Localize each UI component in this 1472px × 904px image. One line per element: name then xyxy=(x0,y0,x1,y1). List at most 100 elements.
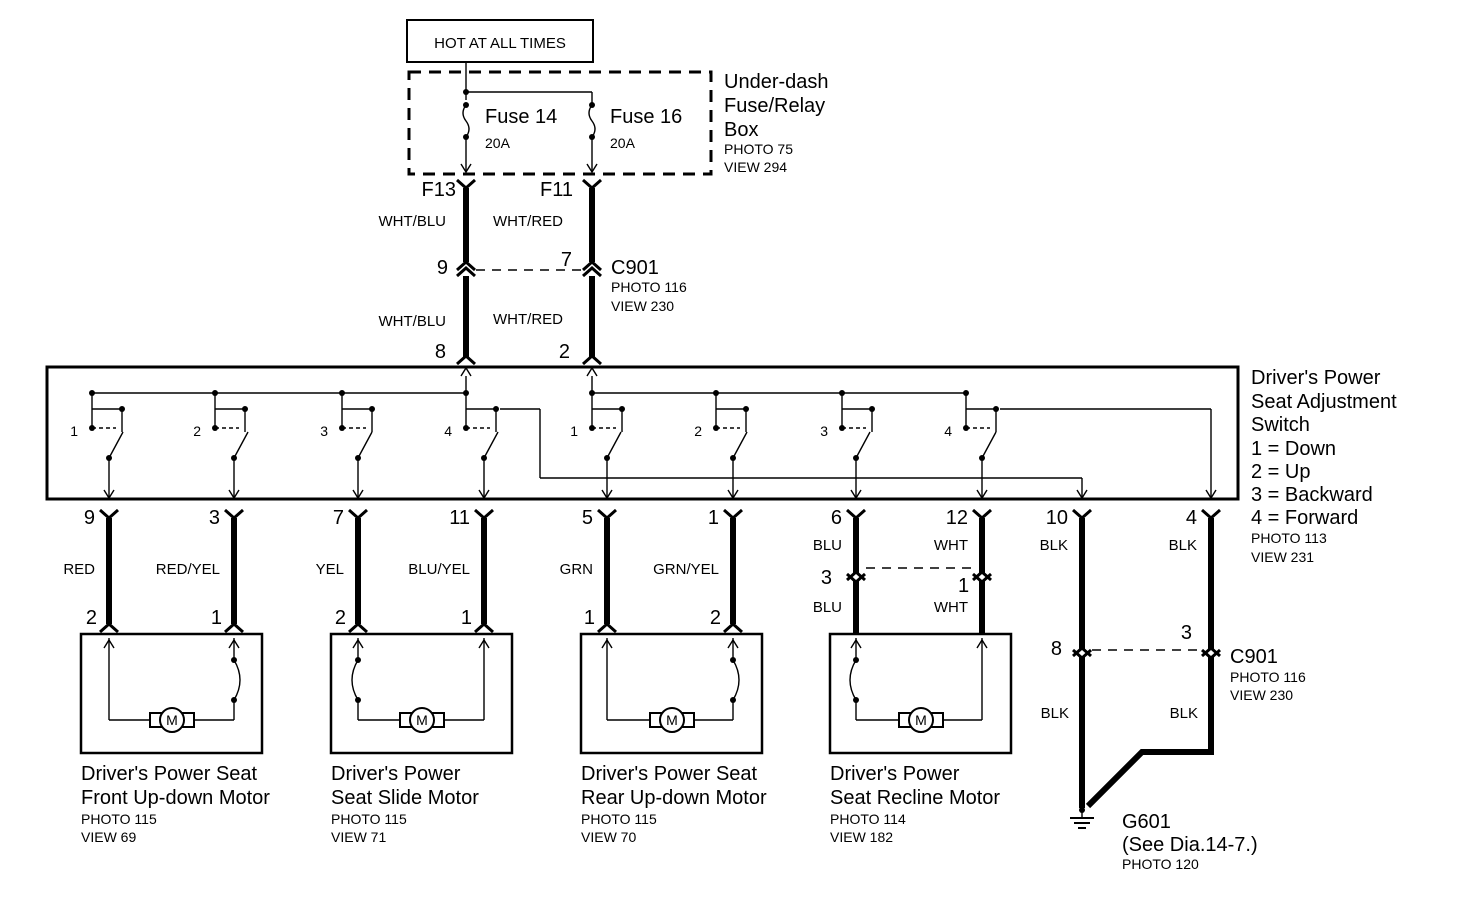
switch-output-arrow xyxy=(478,489,490,500)
motor-box xyxy=(329,632,514,755)
motor-icon xyxy=(159,707,185,733)
motor-lead-arrow xyxy=(478,638,490,649)
motor-view: VIEW 70 xyxy=(581,829,636,845)
output-wire-label: GRN/YEL xyxy=(653,561,719,578)
output-pin-label: 10 xyxy=(1046,507,1068,529)
motor-connector-icon xyxy=(224,621,244,634)
switch-pin-8: 8 xyxy=(435,341,446,363)
output-connector-icon xyxy=(846,508,866,521)
switch-legend-up: 2 = Up xyxy=(1251,461,1310,483)
switch-position-2: 2 xyxy=(193,390,249,500)
switch-position-label: 3 xyxy=(320,423,328,439)
switch-legend-down: 1 = Down xyxy=(1251,438,1336,460)
switch-input-left-arrow xyxy=(460,366,472,377)
motor-box xyxy=(79,632,264,755)
c901-top-view: VIEW 230 xyxy=(611,298,674,314)
switch-name-line1: Driver's Power xyxy=(1251,367,1381,389)
switch-moving-contact xyxy=(233,431,249,459)
switch-moving-contact xyxy=(732,431,748,459)
switch-input-right-arrow xyxy=(586,366,598,377)
switch-output-arrow xyxy=(850,489,862,500)
switch-position-label: 4 xyxy=(944,423,952,439)
terminal-f13: F13 xyxy=(422,179,456,201)
output-wire-label: WHT xyxy=(934,537,968,554)
c901-bottom-photo: PHOTO 116 xyxy=(1230,669,1306,685)
switch-pin-2: 2 xyxy=(559,341,570,363)
motor-lead-arrow xyxy=(850,638,862,649)
switch-bus-junction xyxy=(89,390,95,396)
switch-legend-forward: 4 = Forward xyxy=(1251,507,1358,529)
fuse-14-name: Fuse 14 xyxy=(485,106,557,128)
motor-title-line2: Front Up-down Motor xyxy=(81,787,270,809)
switch-output-arrow xyxy=(727,489,739,500)
switch-position-1: 1 xyxy=(70,390,125,500)
switch-view: VIEW 231 xyxy=(1251,549,1314,565)
wire-label-wht-blu-lower: WHT/BLU xyxy=(379,313,447,330)
switch-output-arrow xyxy=(228,489,240,500)
output-pin-label: 12 xyxy=(946,507,968,529)
output-wire-label: YEL xyxy=(316,561,344,578)
recline-connector-pin-3: 3 xyxy=(821,567,832,589)
motor-limit-contact xyxy=(351,659,359,701)
motor-limit-contact xyxy=(732,659,740,701)
switch-position-3: 3 xyxy=(320,390,375,500)
switch-output-arrow xyxy=(352,489,364,500)
fusebox-view: VIEW 294 xyxy=(724,159,787,175)
motor-icon xyxy=(409,707,435,733)
output-connector-icon xyxy=(1201,508,1221,521)
output-wire-label: RED/YEL xyxy=(156,561,220,578)
switch-output-arrow xyxy=(976,489,988,500)
switch-bus-junction xyxy=(839,390,845,396)
fuse-14-symbol xyxy=(462,104,470,138)
motor-photo: PHOTO 115 xyxy=(581,811,657,827)
switch-moving-contact xyxy=(357,431,373,459)
ground-name: G601 xyxy=(1122,811,1171,833)
switch-name-line3: Switch xyxy=(1251,414,1310,436)
power-seat-switch-box xyxy=(45,365,1240,501)
motor-connector-icon xyxy=(723,621,743,634)
switch-position-4: 4 xyxy=(444,390,499,500)
switch-position-label: 2 xyxy=(694,423,702,439)
switch-moving-contact xyxy=(855,431,871,459)
motor-limit-contact xyxy=(233,659,241,701)
switch-moving-contact xyxy=(483,431,499,459)
motor-lead-arrow xyxy=(352,638,364,649)
motor-title-line1: Driver's Power Seat xyxy=(581,763,758,785)
switch-moving-contact xyxy=(981,431,997,459)
motor-box xyxy=(579,632,764,755)
motor-lead-arrow xyxy=(727,638,739,649)
motor-view: VIEW 182 xyxy=(830,829,893,845)
motor-pin-label: 1 xyxy=(461,607,472,629)
output-pin-label: 6 xyxy=(831,507,842,529)
output-wire-label: RED xyxy=(63,561,95,578)
output-connector-icon xyxy=(348,508,368,521)
wire-label-wht-red-lower: WHT/RED xyxy=(493,311,563,328)
fuse-16-rating: 20A xyxy=(610,135,636,151)
motor-pin-label: 1 xyxy=(211,607,222,629)
motor-photo: PHOTO 115 xyxy=(81,811,157,827)
output-pin-label: 7 xyxy=(333,507,344,529)
switch-bus-junction xyxy=(339,390,345,396)
fuse-16-symbol xyxy=(588,104,596,138)
switch-legend-backward: 3 = Backward xyxy=(1251,484,1373,506)
motor-lead-arrow xyxy=(601,638,613,649)
switch-position-label: 4 xyxy=(444,423,452,439)
switch-ground-b-arrow xyxy=(1205,489,1217,500)
hot-at-all-times-box xyxy=(406,19,594,63)
output-wire-label: BLK xyxy=(1040,537,1068,554)
wire-label-wht-blu-upper: WHT/BLU xyxy=(379,213,447,230)
switch-bus-junction xyxy=(589,390,595,396)
switch-position-label: 3 xyxy=(820,423,828,439)
output-pin-label: 1 xyxy=(708,507,719,529)
recline-connector-pin-1: 1 xyxy=(958,575,969,597)
wire-blk-ground-right xyxy=(1085,656,1214,809)
